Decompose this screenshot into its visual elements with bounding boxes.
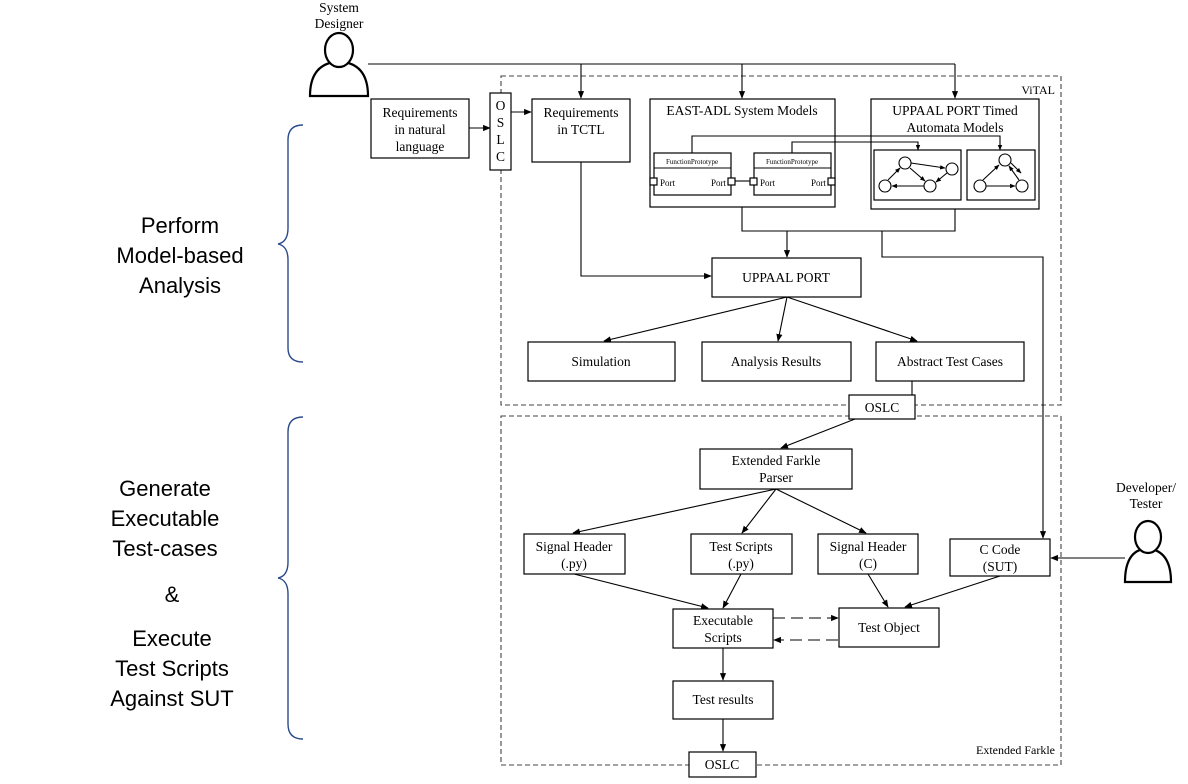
automaton-left [874,150,961,200]
svg-text:(SUT): (SUT) [983,559,1018,574]
signal-header-py-box: Signal Header (.py) [524,534,625,574]
svg-text:Tester: Tester [1130,496,1163,511]
east-adl-models-box: EAST-ADL System Models FunctionPrototype… [650,99,835,207]
svg-text:FunctionPrototype: FunctionPrototype [666,158,718,166]
svg-text:C Code: C Code [980,542,1021,557]
svg-text:Designer: Designer [315,16,364,31]
system-designer-actor: System Designer [310,0,368,96]
person-icon [1125,521,1171,582]
oslc-bottom-box: OSLC [689,752,756,777]
svg-text:Parser: Parser [759,470,793,485]
svg-text:language: language [396,139,445,154]
svg-text:FunctionPrototype: FunctionPrototype [766,158,818,166]
svg-text:Requirements: Requirements [383,105,458,120]
svg-text:Test Scripts: Test Scripts [709,539,772,554]
svg-text:Scripts: Scripts [704,630,742,645]
svg-text:in TCTL: in TCTL [557,122,604,137]
svg-text:Test-cases: Test-cases [112,536,217,561]
function-prototype-left: FunctionPrototype Port Port [650,153,735,195]
svg-text:L: L [496,132,504,147]
c-code-sut-box: C Code (SUT) [950,539,1050,576]
svg-text:Test Scripts: Test Scripts [115,656,229,681]
extended-farkle-parser-box: Extended Farkle Parser [700,449,852,489]
svg-text:Extended Farkle: Extended Farkle [732,453,821,468]
oslc-to-parser-arrow [781,419,855,448]
svg-text:Requirements: Requirements [544,105,619,120]
models-to-ccode-arrow [882,231,1043,538]
svg-text:Executable: Executable [693,613,753,628]
svg-text:Port: Port [811,178,827,188]
uppaal-to-simulation-arrow [604,297,787,341]
svg-text:(.py): (.py) [728,556,754,571]
execution-brace [278,417,303,739]
svg-text:Executable: Executable [111,506,220,531]
requirements-natural-language-box: Requirements in natural language [371,99,469,158]
simulation-box: Simulation [528,342,675,381]
svg-text:OSLC: OSLC [865,400,900,415]
svg-text:Abstract Test Cases: Abstract Test Cases [897,354,1003,369]
svg-text:Generate: Generate [119,476,211,501]
svg-text:Port: Port [660,178,676,188]
svg-text:System: System [319,0,359,15]
generate-phase-label: Generate Executable Test-cases [111,476,220,561]
svg-text:Test results: Test results [693,692,754,707]
uppaal-timed-automata-box: UPPAAL PORT Timed Automata Models [871,99,1039,209]
svg-text:Developer/: Developer/ [1116,480,1176,495]
test-scripts-to-executable-arrow [723,574,741,608]
svg-text:Signal Header: Signal Header [830,539,907,554]
svg-text:Execute: Execute [132,626,212,651]
svg-text:O: O [496,98,506,113]
person-icon [310,33,368,96]
svg-text:UPPAAL PORT Timed: UPPAAL PORT Timed [892,103,1018,118]
svg-text:(.py): (.py) [561,556,587,571]
abstract-test-cases-box: Abstract Test Cases [876,342,1024,381]
svg-text:(C): (C) [859,556,877,571]
oslc-vertical-box: O S L C [490,93,511,170]
farkle-label: Extended Farkle [976,743,1055,757]
svg-text:Against SUT: Against SUT [110,686,234,711]
svg-text:in natural: in natural [394,122,446,137]
test-object-box: Test Object [839,608,939,647]
parser-to-signal-py-arrow [573,489,776,533]
ccode-to-test-object-arrow [905,576,1000,607]
signal-py-to-executable-arrow [574,574,708,608]
svg-text:Port: Port [711,178,727,188]
analysis-phase-label: Perform Model-based Analysis [116,213,243,298]
uppaal-port-box: UPPAAL PORT [712,258,861,297]
ampersand-label: & [165,582,180,607]
svg-text:Signal Header: Signal Header [536,539,613,554]
test-results-box: Test results [673,681,773,719]
execute-phase-label: Execute Test Scripts Against SUT [110,626,234,711]
svg-text:OSLC: OSLC [705,757,740,772]
function-prototype-right: FunctionPrototype Port Port [750,153,835,195]
svg-text:EAST-ADL System Models: EAST-ADL System Models [666,103,817,118]
signal-header-c-box: Signal Header (C) [818,534,918,574]
svg-text:Analysis: Analysis [139,273,221,298]
svg-text:UPPAAL PORT: UPPAAL PORT [742,270,831,285]
svg-text:Port: Port [760,178,776,188]
parser-to-signal-c-arrow [776,489,866,533]
svg-text:Analysis Results: Analysis Results [731,354,821,369]
developer-tester-actor: Developer/ Tester [1116,480,1176,582]
vital-label: ViTAL [1021,83,1055,97]
svg-text:S: S [497,115,505,130]
svg-text:Automata Models: Automata Models [906,120,1003,135]
test-scripts-py-box: Test Scripts (.py) [691,534,792,574]
svg-text:Simulation: Simulation [571,354,631,369]
models-join-line [742,207,955,231]
svg-text:Model-based: Model-based [116,243,243,268]
requirements-tctl-box: Requirements in TCTL [532,99,630,162]
analysis-brace [278,125,303,362]
analysis-results-box: Analysis Results [702,342,851,381]
svg-text:Test Object: Test Object [858,620,920,635]
executable-scripts-box: Executable Scripts [673,609,773,648]
signal-c-to-test-object-arrow [868,574,888,607]
svg-text:Perform: Perform [141,213,219,238]
automaton-right [967,150,1035,200]
oslc-middle-box: OSLC [849,395,915,419]
uppaal-to-abstract-tests-arrow [787,297,917,341]
svg-text:C: C [496,149,505,164]
uppaal-to-analysis-arrow [778,297,787,341]
